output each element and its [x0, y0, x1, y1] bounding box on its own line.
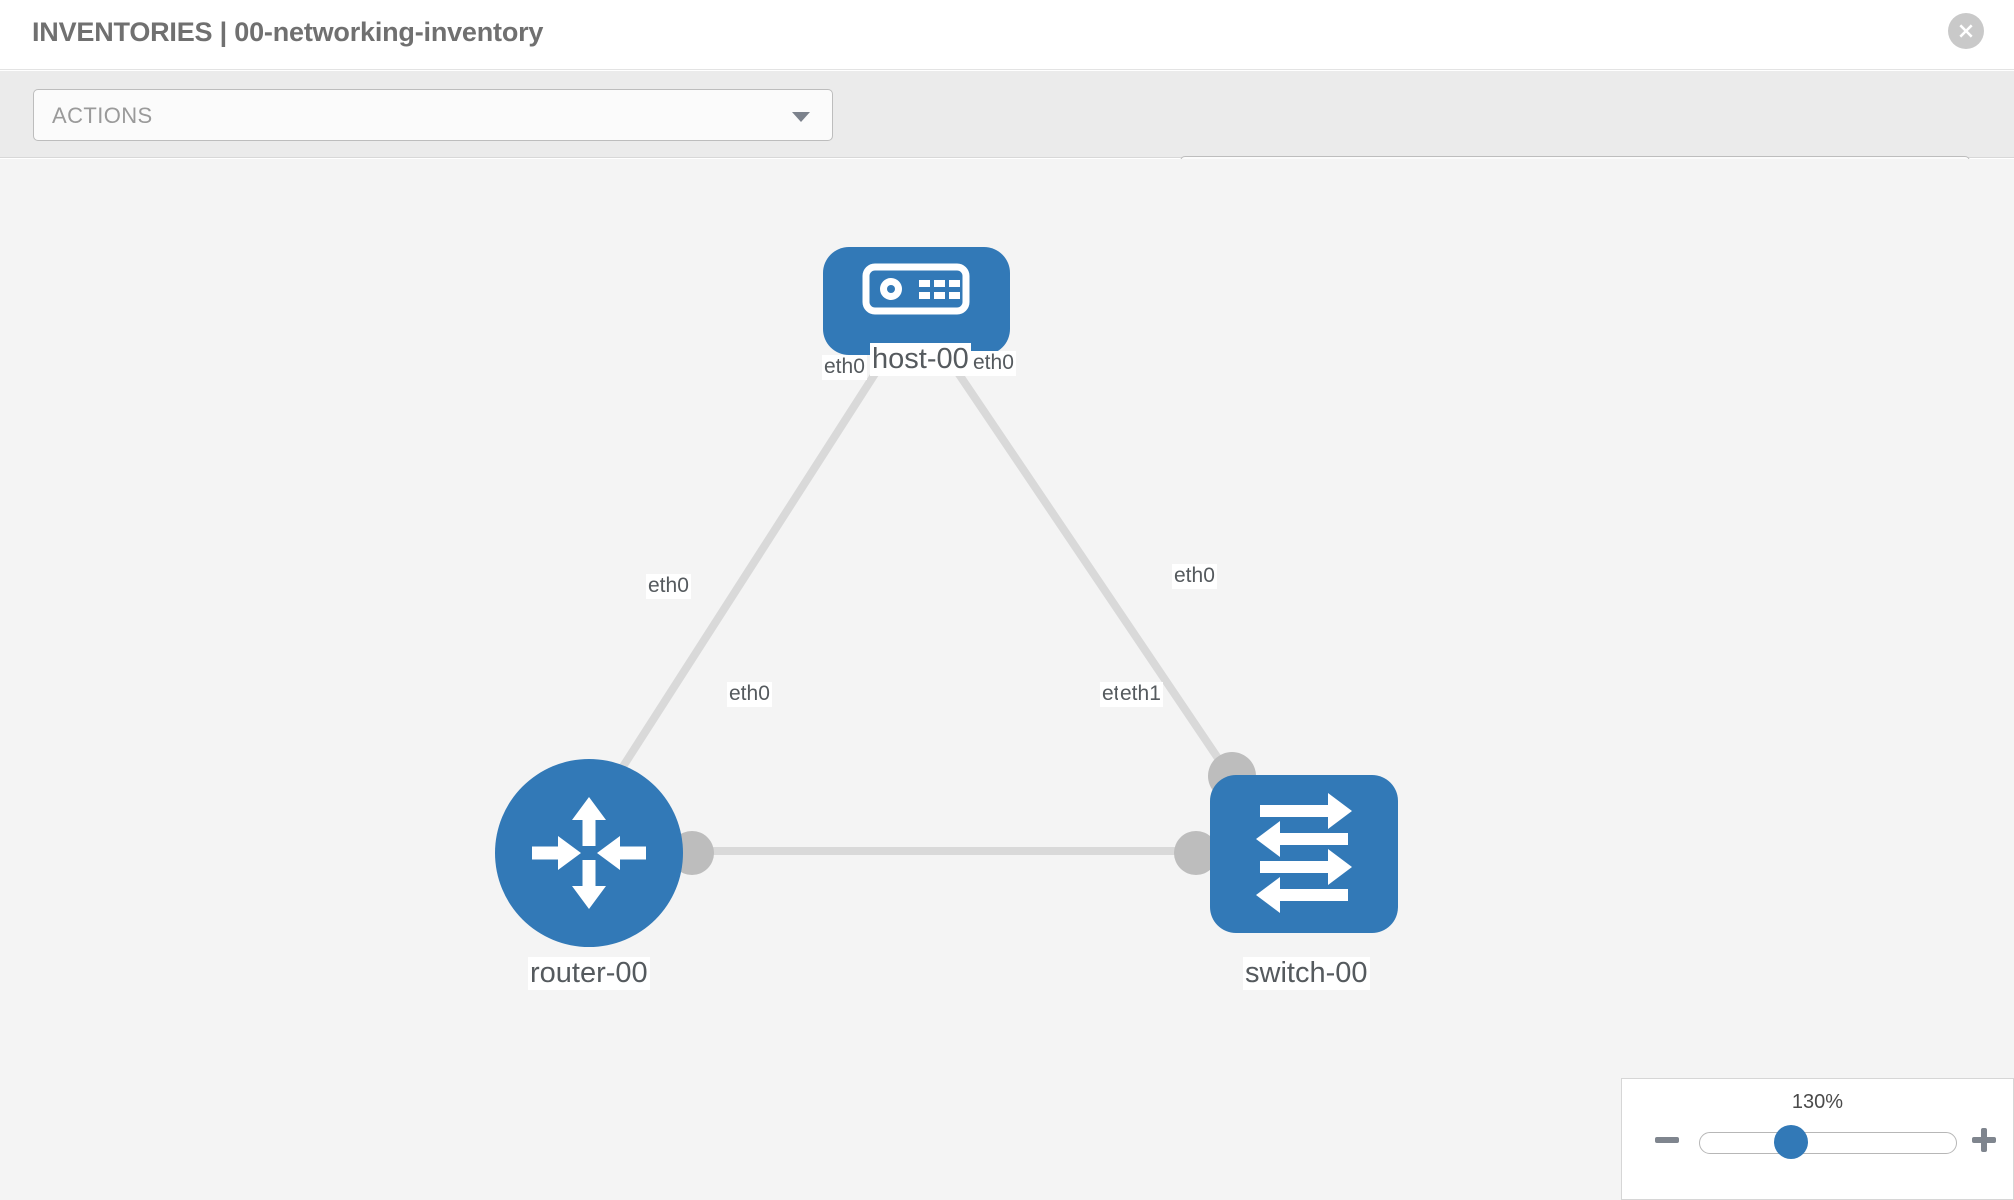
interface-label: eth1	[1118, 682, 1163, 707]
topology-ports	[670, 319, 1256, 875]
zoom-slider-track[interactable]	[1699, 1132, 1957, 1154]
interface-label: eth0	[646, 574, 691, 599]
node-label-switch: switch-00	[1243, 957, 1370, 991]
interface-label: eth0	[727, 682, 772, 707]
minus-icon[interactable]	[1652, 1125, 1682, 1155]
interface-label: eth0	[822, 355, 867, 380]
interface-label: eth0	[971, 351, 1016, 376]
zoom-slider-thumb[interactable]	[1774, 1125, 1808, 1159]
zoom-control: 130%	[1621, 1078, 2014, 1200]
node-label-router: router-00	[528, 957, 650, 991]
link-host-switch	[942, 352, 1236, 782]
plus-icon[interactable]	[1969, 1125, 1999, 1155]
toolbar: ACTIONS SEARCH	[0, 71, 2014, 208]
node-router-00	[495, 759, 683, 947]
interface-label: eth0	[1172, 564, 1217, 589]
topology-links	[611, 352, 1236, 855]
actions-dropdown[interactable]: ACTIONS	[33, 89, 833, 141]
page-title: INVENTORIES | 00-networking-inventory	[32, 17, 544, 47]
link-host-router	[611, 352, 891, 782]
node-label-host: host-00	[870, 343, 971, 377]
port-switch-eth1	[1174, 831, 1218, 875]
actions-dropdown-label: ACTIONS	[52, 103, 153, 128]
chevron-down-icon	[792, 112, 810, 122]
close-icon[interactable]	[1948, 13, 1984, 49]
zoom-percent-label: 130%	[1791, 1091, 1844, 1113]
node-switch-00	[1210, 775, 1398, 933]
node-host-00	[823, 247, 1010, 355]
page-header: INVENTORIES | 00-networking-inventory	[0, 0, 2014, 70]
topology-canvas[interactable]: eth0 eth0 eth0 eth0 eth0 eth0 eth1 host-…	[0, 159, 2014, 1200]
